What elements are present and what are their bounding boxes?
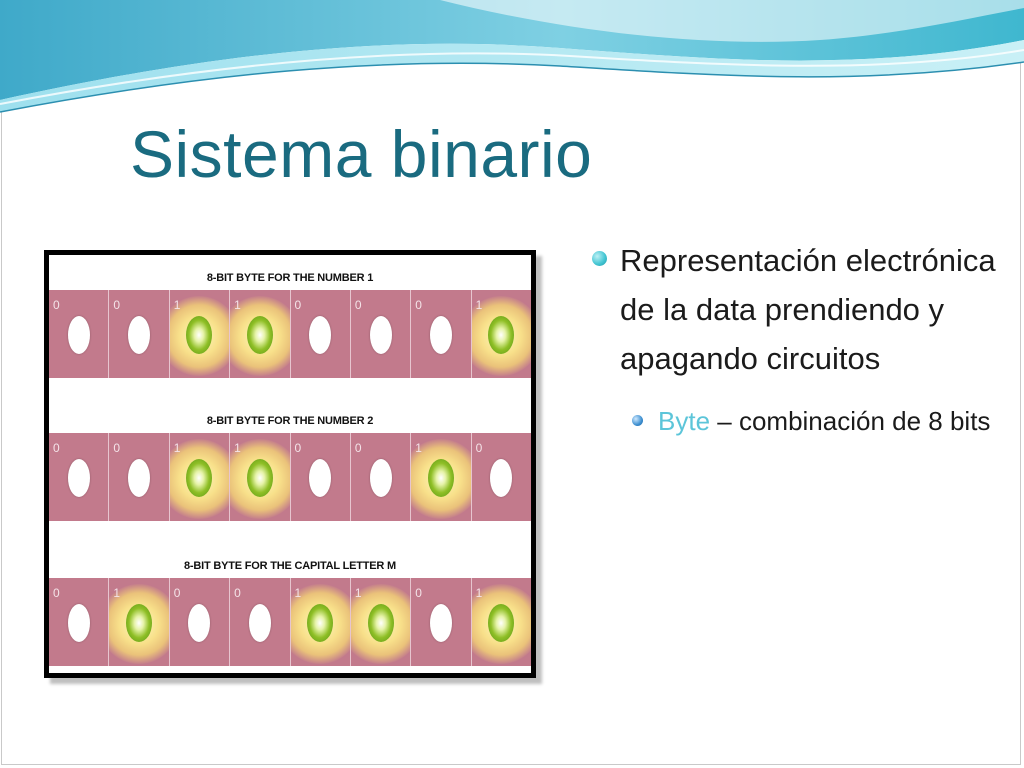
bulb-off-icon <box>128 316 151 354</box>
byte-keyword: Byte <box>658 406 711 436</box>
bulb-off-icon <box>429 604 452 642</box>
bit-value: 1 <box>234 441 241 455</box>
bit-value: 0 <box>53 441 60 455</box>
bit-value: 1 <box>354 586 362 600</box>
bit-cell: 1 <box>411 433 472 521</box>
byte-heading: 8-BIT BYTE FOR THE NUMBER 2 <box>206 415 374 427</box>
bit-value: 0 <box>113 441 121 455</box>
bit-cell: 0 <box>411 578 472 666</box>
byte-illustration-canvas: 8-BIT BYTE FOR THE NUMBER 1 0 0 1 1 0 0 0 1 8-BIT… <box>49 255 531 673</box>
bit-cell: 1 <box>230 290 291 378</box>
byte-row: 0 0 1 1 0 0 1 0 <box>49 433 531 521</box>
bit-value: 0 <box>415 298 422 312</box>
bulb-on-icon <box>367 604 394 642</box>
bit-value: 1 <box>173 298 181 312</box>
bit-cell: 0 <box>350 433 412 521</box>
bit-value: 0 <box>234 586 241 600</box>
bulb-off-icon <box>67 604 90 642</box>
bit-cell: 0 <box>350 290 412 378</box>
bullet-main: Representación electrónica de la data pr… <box>592 236 1002 383</box>
bit-value: 0 <box>53 586 60 600</box>
bulb-off-icon <box>369 459 392 497</box>
bulb-on-icon <box>186 459 213 497</box>
bulb-on-icon <box>488 316 515 354</box>
bit-cell: 0 <box>109 433 170 521</box>
bit-value: 1 <box>234 298 241 312</box>
bit-value: 1 <box>475 298 483 312</box>
bit-value: 0 <box>113 298 121 312</box>
bit-value: 1 <box>475 586 483 600</box>
bulb-off-icon <box>248 604 271 642</box>
bulb-off-icon <box>309 459 332 497</box>
bulb-off-icon <box>429 316 452 354</box>
bulb-off-icon <box>309 316 332 354</box>
bit-value: 0 <box>354 441 362 455</box>
bit-cell: 1 <box>169 433 231 521</box>
bulb-off-icon <box>128 459 151 497</box>
bit-cell: 1 <box>109 578 170 666</box>
bit-cell: 1 <box>471 290 531 378</box>
bullet-dot-icon <box>592 251 607 266</box>
byte-illustration: 8-BIT BYTE FOR THE NUMBER 1 0 0 1 1 0 0 0 1 8-BIT… <box>44 250 536 678</box>
bit-cell: 0 <box>49 433 110 521</box>
bulb-off-icon <box>369 316 392 354</box>
bit-cell: 0 <box>169 578 231 666</box>
bit-value: 0 <box>173 586 181 600</box>
bulb-on-icon <box>307 604 334 642</box>
bullet-sub: Byte – combinación de 8 bits <box>632 401 1002 441</box>
bit-cell: 1 <box>230 433 291 521</box>
bit-value: 1 <box>113 586 121 600</box>
bulb-off-icon <box>490 459 513 497</box>
byte-row: 0 0 1 1 0 0 0 1 <box>49 290 531 378</box>
byte-heading: 8-BIT BYTE FOR THE NUMBER 1 <box>206 272 374 284</box>
byte-row: 0 1 0 0 1 1 0 1 <box>49 578 531 666</box>
bit-value: 0 <box>294 441 302 455</box>
bit-value: 1 <box>173 441 181 455</box>
slide-title: Sistema binario <box>130 117 593 191</box>
bulb-on-icon <box>246 316 273 354</box>
bit-value: 1 <box>294 586 302 600</box>
bulb-off-icon <box>67 459 90 497</box>
bulb-on-icon <box>126 604 153 642</box>
bit-cell: 1 <box>350 578 412 666</box>
bit-cell: 0 <box>230 578 291 666</box>
bit-cell: 0 <box>290 433 351 521</box>
bullet-main-text: Representación electrónica de la data pr… <box>620 243 996 376</box>
header-wave-decoration <box>0 0 1024 113</box>
bit-cell: 0 <box>290 290 351 378</box>
bit-cell: 0 <box>49 578 110 666</box>
bullet-separator: – <box>710 406 739 436</box>
bulb-on-icon <box>488 604 515 642</box>
bulb-off-icon <box>188 604 211 642</box>
bit-value: 1 <box>415 441 422 455</box>
bit-value: 0 <box>415 586 422 600</box>
bit-cell: 0 <box>471 433 531 521</box>
bit-cell: 0 <box>109 290 170 378</box>
bit-cell: 0 <box>49 290 110 378</box>
bit-value: 0 <box>475 441 483 455</box>
bit-cell: 1 <box>290 578 351 666</box>
sub-bullet-dot-icon <box>632 415 643 426</box>
bit-cell: 1 <box>169 290 231 378</box>
bulb-on-icon <box>427 459 454 497</box>
bit-value: 0 <box>294 298 302 312</box>
bit-cell: 0 <box>411 290 472 378</box>
bit-value: 0 <box>354 298 362 312</box>
bullet-sub-text: combinación de 8 bits <box>738 406 991 436</box>
bit-cell: 1 <box>471 578 531 666</box>
bulb-off-icon <box>67 316 90 354</box>
bulb-on-icon <box>186 316 213 354</box>
byte-heading: 8-BIT BYTE FOR THE CAPITAL LETTER M <box>184 560 396 572</box>
bulb-on-icon <box>246 459 273 497</box>
bullet-list: Representación electrónica de la data pr… <box>592 236 1002 441</box>
bit-value: 0 <box>53 298 60 312</box>
